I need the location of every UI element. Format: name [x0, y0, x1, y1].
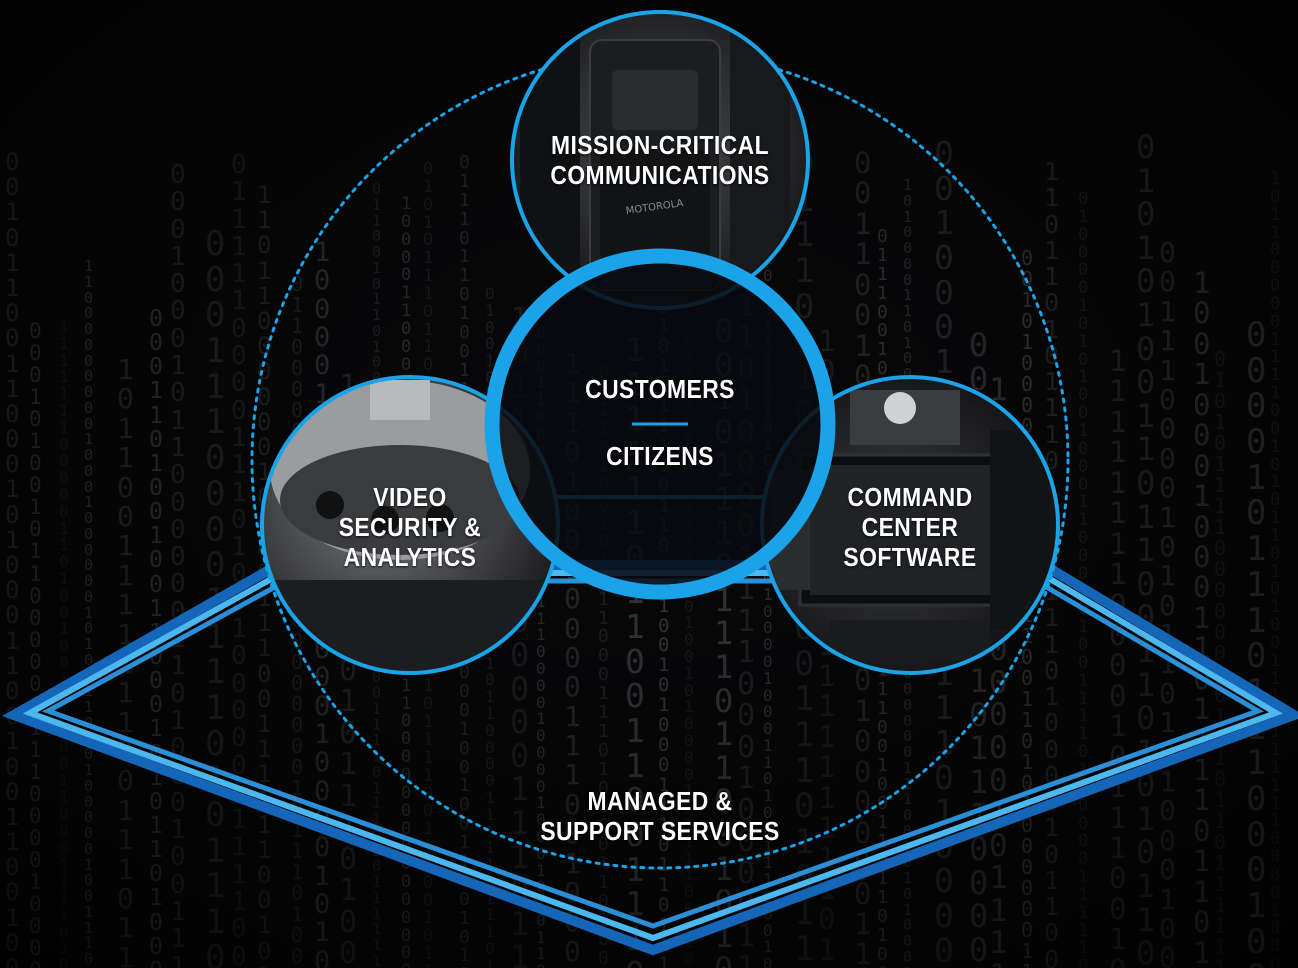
- label-video-security-line-1: VIDEO: [373, 482, 447, 512]
- center-hub: [484, 248, 836, 600]
- label-customers-text: CUSTOMERS: [585, 374, 735, 404]
- label-mission-critical: MISSION-CRITICAL COMMUNICATIONS: [519, 130, 801, 190]
- label-video-security: VIDEO SECURITY & ANALYTICS: [304, 482, 515, 572]
- label-citizens-text: CITIZENS: [606, 441, 714, 471]
- node-mission-critical-photo: MOTOROLA: [510, 10, 810, 310]
- label-command-center-line-2: CENTER: [861, 512, 959, 542]
- label-citizens: CITIZENS: [554, 441, 765, 471]
- outer-dotted-ring: [250, 50, 1070, 870]
- label-command-center: COMMAND CENTER SOFTWARE: [804, 482, 1015, 572]
- label-video-security-line-2: SECURITY &: [338, 512, 482, 542]
- label-managed-support-line-1: MANAGED &: [587, 786, 733, 816]
- label-mission-critical-line-1: MISSION-CRITICAL: [550, 130, 770, 160]
- label-command-center-line-3: SOFTWARE: [843, 542, 977, 572]
- label-command-center-line-1: COMMAND: [847, 482, 973, 512]
- label-managed-support-line-2: SUPPORT SERVICES: [540, 816, 780, 846]
- node-command-center-photo: [760, 375, 1060, 675]
- label-customers: CUSTOMERS: [554, 374, 765, 404]
- label-video-security-line-3: ANALYTICS: [343, 542, 477, 572]
- label-mission-critical-line-2: COMMUNICATIONS: [550, 160, 770, 190]
- label-managed-support: MANAGED & SUPPORT SERVICES: [502, 786, 819, 846]
- foundation-diamond: [2, 560, 1298, 956]
